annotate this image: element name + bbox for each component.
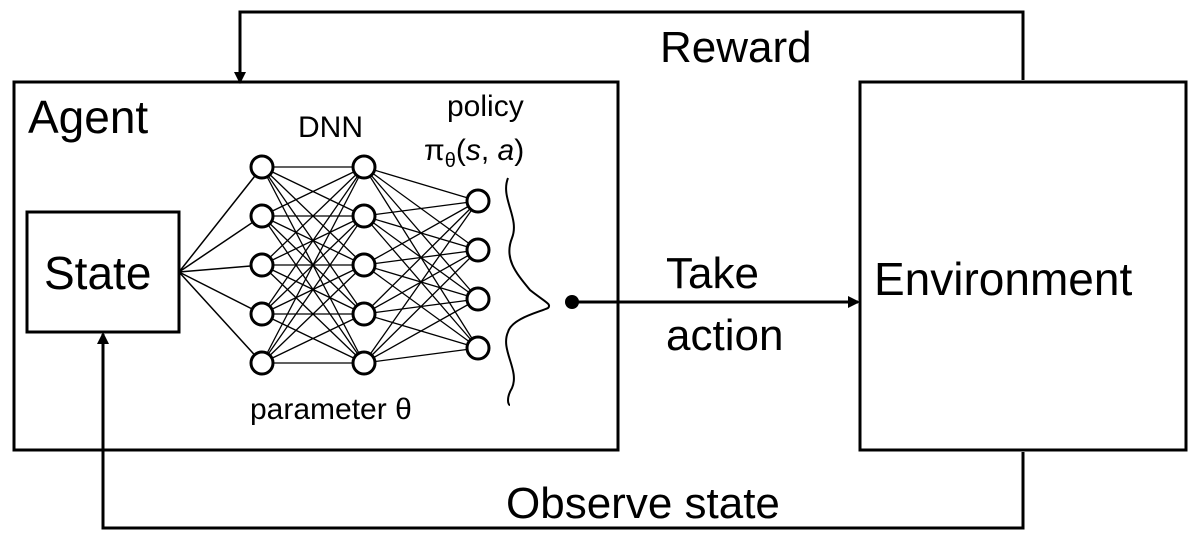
network-edge <box>363 200 479 364</box>
hidden-node <box>351 203 377 229</box>
policy-label: policy <box>447 90 524 123</box>
state-label: State <box>44 247 152 299</box>
environment-label: Environment <box>874 253 1133 305</box>
output-node <box>465 335 491 361</box>
action-label: action <box>666 311 784 360</box>
input-node <box>249 203 275 229</box>
network-nodes <box>249 154 491 376</box>
policy-a: a <box>497 134 515 167</box>
state-input-edge <box>178 271 263 315</box>
reward-label: Reward <box>660 23 812 72</box>
dnn-label: DNN <box>298 111 363 144</box>
state-input-edge <box>178 264 263 273</box>
policy-formula: πθ(s, a) <box>424 134 525 172</box>
hidden-node <box>351 301 377 327</box>
output-node <box>465 286 491 312</box>
policy-distribution-curve <box>505 177 550 406</box>
input-node <box>249 252 275 278</box>
network-edge <box>261 166 365 315</box>
input-node <box>249 301 275 327</box>
output-node <box>465 237 491 263</box>
policy-theta-subscript: θ <box>444 150 456 172</box>
network-edge <box>261 166 365 364</box>
environment-box <box>858 80 1188 452</box>
policy-pi: π <box>424 134 445 167</box>
network-edge <box>261 166 365 266</box>
policy-close-paren: ) <box>514 134 525 167</box>
take-label: Take <box>666 249 759 298</box>
reward-arrow <box>234 10 1025 84</box>
state-input-edge <box>178 166 263 273</box>
network-edge <box>363 200 479 217</box>
state-input-edge <box>178 215 263 273</box>
network-edge <box>261 313 365 364</box>
agent-box <box>12 80 620 452</box>
network-edge <box>363 347 479 364</box>
network-edge <box>261 166 365 217</box>
hidden-node <box>351 252 377 278</box>
network-edge <box>363 200 479 315</box>
network-edge <box>363 298 479 364</box>
network-edge <box>261 215 365 364</box>
network-edge <box>363 249 479 364</box>
hidden-node <box>351 154 377 180</box>
observe-state-arrow <box>97 332 1025 530</box>
state-to-input-edges <box>178 166 263 364</box>
input-node <box>249 350 275 376</box>
observe-state-label: Observe state <box>506 479 780 528</box>
state-input-edge <box>178 271 263 364</box>
network-edge <box>261 264 365 364</box>
network-edges <box>261 166 479 364</box>
policy-comma: , <box>480 134 498 167</box>
policy-s: s <box>465 134 481 167</box>
network-edge <box>363 200 479 266</box>
input-node <box>249 154 275 180</box>
hidden-node <box>351 350 377 376</box>
network-edge <box>363 166 479 202</box>
agent-label: Agent <box>28 91 149 143</box>
policy-open-paren: ( <box>455 134 466 167</box>
output-node <box>465 188 491 214</box>
parameter-label: parameter θ <box>250 393 412 426</box>
